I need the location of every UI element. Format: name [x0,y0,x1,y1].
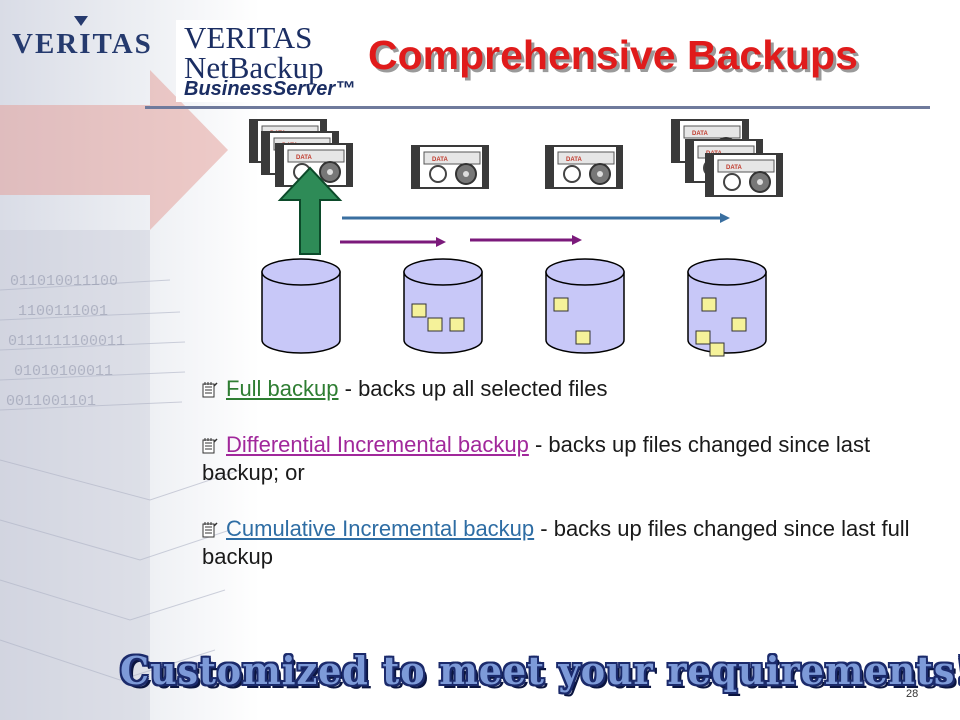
slide-title: Comprehensive Backups [368,32,858,78]
netbackup-logo: VERITAS NetBackup BusinessServer™ [176,20,356,102]
full-backup-tapes [249,119,353,187]
incremental-tape-1 [411,145,489,189]
incremental-tape-2 [545,145,623,189]
full-backup-description: - backs up all selected files [338,376,608,401]
tagline-banner: Customized to meet your requirements! [120,648,960,693]
disk-cumulative [687,258,767,357]
disk-full [261,258,341,354]
svg-text:0111111100011: 0111111100011 [8,333,125,350]
cumulative-backup-link[interactable]: Cumulative Incremental backup [226,516,535,541]
svg-text:1100111001: 1100111001 [18,303,108,320]
bullet-cumulative-backup: Cumulative Incremental backup - backs up… [202,515,922,571]
timeline-arrows [340,213,730,247]
notepad-bullet-icon [202,433,218,454]
bullet-differential-backup: Differential Incremental backup - backs … [202,431,922,487]
differential-backup-link[interactable]: Differential Incremental backup [226,432,529,457]
bullet-list: Full backup - backs up all selected file… [202,375,922,599]
cumulative-backup-tapes [671,119,783,197]
title-divider [145,106,930,109]
logo-line-1: VERITAS [184,20,313,55]
bullet-full-backup: Full backup - backs up all selected file… [202,375,922,403]
notepad-bullet-icon [202,517,218,538]
page-number: 28 [906,688,919,700]
backup-diagram: DATA [249,119,783,357]
cumulative-backup-description: - backs up files changed since last full… [202,516,910,569]
svg-text:011010011100: 011010011100 [10,273,118,290]
veritas-brand-logo: VERITAS [12,28,153,60]
disk-differential-1 [403,258,483,354]
disk-differential-2 [545,258,625,354]
logo-line-3: BusinessServer™ [184,78,356,100]
full-backup-link[interactable]: Full backup [226,376,339,401]
differential-backup-description: - backs up files changed since last back… [202,432,871,485]
brand-mark-icon [74,16,88,26]
backup-up-arrow-icon [277,166,343,255]
notepad-bullet-icon [202,377,218,398]
svg-text:01010100011: 01010100011 [14,363,113,380]
logo-line-2: NetBackup [184,50,324,85]
svg-text:0011001101: 0011001101 [6,393,96,410]
background-art: 011010011100 1100111001 0111111100011 01… [0,70,241,720]
